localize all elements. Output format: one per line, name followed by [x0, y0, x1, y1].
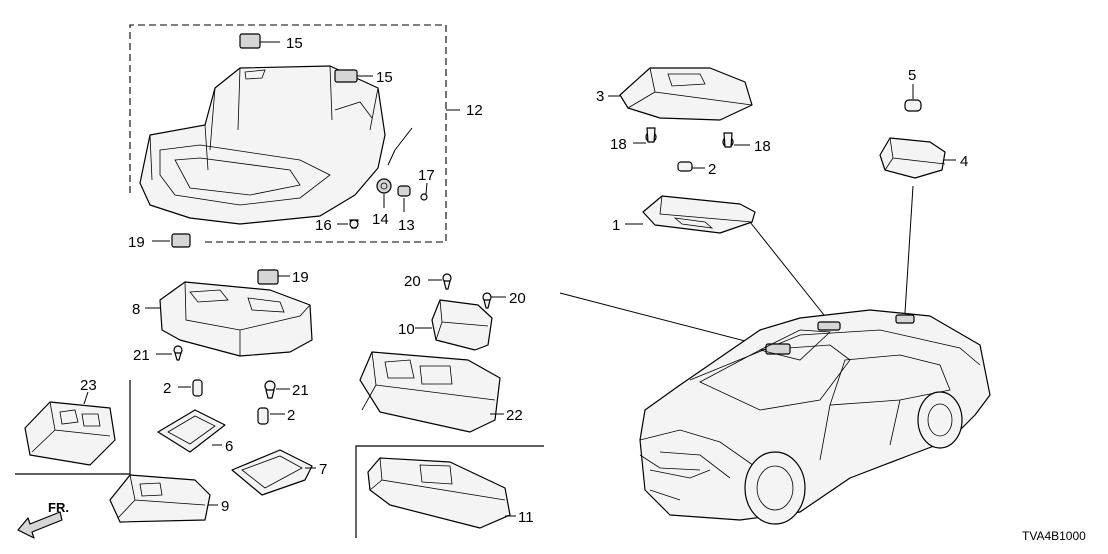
clip-19-lower	[257, 269, 290, 285]
vehicle-outline	[639, 309, 991, 525]
callout-2-right: 2	[708, 161, 716, 178]
callout-19-lower: 19	[292, 269, 309, 286]
bulb-2-left	[178, 379, 203, 397]
callout-6: 6	[225, 438, 233, 455]
section-divider-11	[355, 445, 544, 538]
callout-15-second: 15	[376, 69, 393, 86]
clip-19-top	[152, 233, 191, 248]
section-divider-23	[15, 380, 131, 475]
callout-10: 10	[398, 321, 415, 338]
callout-14: 14	[372, 211, 389, 228]
assembly-12-frame	[129, 24, 460, 243]
callout-2-left: 2	[163, 380, 171, 397]
bulb-2-mid	[257, 407, 285, 425]
callout-3: 3	[596, 88, 604, 105]
callout-5: 5	[908, 67, 916, 84]
callout-18-right: 18	[754, 138, 771, 155]
callout-8: 8	[132, 301, 140, 318]
callout-4: 4	[960, 153, 968, 170]
sensor-23	[24, 391, 116, 466]
clip-15-second	[334, 69, 373, 83]
clip-15-top	[239, 33, 280, 49]
screw-21-right	[264, 380, 290, 399]
callout-20-left: 20	[404, 273, 421, 290]
callout-12: 12	[466, 102, 483, 119]
lens-7	[231, 449, 316, 496]
grommet-14	[376, 178, 392, 208]
lamp-base-3	[608, 67, 753, 121]
callout-2-mid: 2	[287, 407, 295, 424]
map-light-unit-8	[145, 281, 313, 357]
callouts: 15 15 12 17 16 14 13 19 19 8 21 2 21 2 6…	[48, 35, 1086, 543]
bulb-5	[904, 84, 922, 112]
screw-20-right	[482, 292, 506, 309]
callout-21-left: 21	[133, 347, 150, 364]
leader-lines	[559, 185, 914, 349]
front-direction-label: FR.	[48, 500, 69, 515]
callout-21-right: 21	[292, 382, 309, 399]
screw-21-left	[156, 345, 183, 361]
callout-23: 23	[80, 377, 97, 394]
callout-16: 16	[315, 217, 332, 234]
callout-1: 1	[612, 217, 620, 234]
callout-20-right: 20	[509, 290, 526, 307]
switch-panel-22	[359, 351, 504, 433]
callout-22: 22	[506, 407, 523, 424]
callout-13: 13	[398, 217, 415, 234]
screw-18-left	[633, 127, 657, 144]
front-map-light-housing	[139, 65, 386, 225]
diagram-id: TVA4B1000	[1022, 529, 1086, 543]
front-direction-arrow	[17, 511, 63, 539]
module-9	[109, 474, 218, 523]
callout-17: 17	[418, 167, 435, 184]
screw-18-right	[722, 132, 750, 148]
callout-19-top: 19	[128, 234, 145, 251]
bulb-2-right	[677, 161, 705, 172]
wire-17	[387, 127, 428, 201]
lens-6	[157, 409, 226, 453]
screw-16	[337, 219, 359, 229]
lamp-housing-4	[879, 137, 956, 179]
lens-1	[625, 195, 756, 234]
bulb-socket-13	[397, 185, 411, 212]
control-unit-10	[415, 299, 493, 351]
callout-11: 11	[518, 509, 534, 526]
callout-18-left: 18	[610, 136, 627, 153]
callout-15-top: 15	[286, 35, 303, 52]
screw-20-left	[428, 273, 452, 290]
callout-7: 7	[319, 461, 327, 478]
callout-9: 9	[221, 498, 229, 515]
switch-panel-11	[367, 457, 516, 529]
